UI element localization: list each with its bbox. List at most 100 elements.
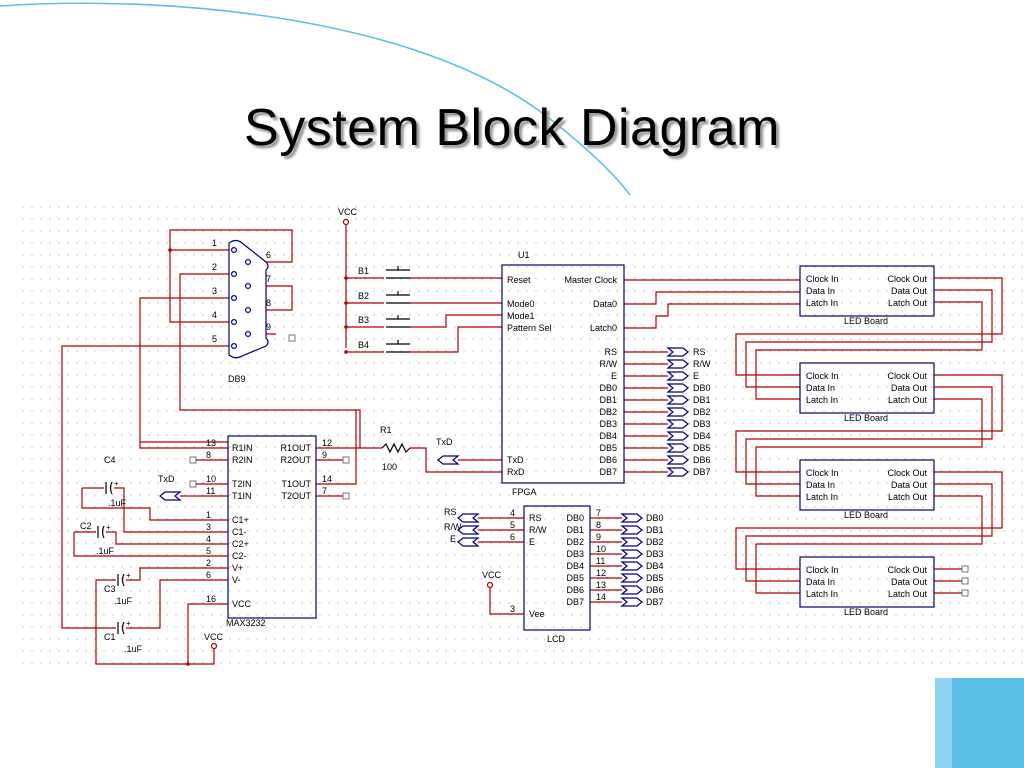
db9-pin-number: 3 xyxy=(212,286,217,296)
grid-background xyxy=(18,198,1024,670)
led-board-input: Latch In xyxy=(806,589,838,599)
fpga-ref: U1 xyxy=(518,250,530,260)
db9-label: DB9 xyxy=(228,374,246,384)
fpga-label: FPGA xyxy=(512,487,537,497)
max3232-pin-name: T1IN xyxy=(232,491,252,501)
cap-plus: + xyxy=(126,571,131,580)
led-board-output: Data Out xyxy=(891,286,928,296)
terminal-square xyxy=(189,456,197,464)
fpga-pin-right: Master Clock xyxy=(564,275,617,285)
lcd-pin-number: 7 xyxy=(596,508,601,518)
button-label: B2 xyxy=(358,291,369,301)
fpga-pin-right: E xyxy=(611,371,617,381)
junction-dot xyxy=(168,248,172,252)
fpga-pin-right: DB3 xyxy=(599,419,617,429)
lcd-pin-number: 4 xyxy=(510,508,515,518)
led-board-output: Data Out xyxy=(891,480,928,490)
led-board-output: Latch Out xyxy=(888,589,928,599)
wire xyxy=(169,229,293,263)
wire xyxy=(179,273,361,449)
port-db3 xyxy=(666,419,689,429)
led-board-1 xyxy=(799,265,935,317)
lcd-pin-number: 11 xyxy=(596,556,605,566)
wire xyxy=(735,471,1003,570)
max3232-pin-name: C2- xyxy=(232,551,247,561)
txd-port-label: TxD xyxy=(158,474,175,484)
port-txd xyxy=(159,491,182,501)
port-db6 xyxy=(666,455,689,465)
lcd-port-label: DB3 xyxy=(646,549,664,559)
led-board-input: Data In xyxy=(806,480,835,490)
port-db4 xyxy=(620,561,643,571)
lcd-port-label: DB6 xyxy=(646,585,664,595)
wire xyxy=(755,398,983,497)
fpga-port-label: DB6 xyxy=(693,455,711,465)
led-board-output: Latch Out xyxy=(888,395,928,405)
lcd-pin-number: 5 xyxy=(510,520,515,530)
led-board-label: LED Board xyxy=(844,510,888,520)
db9-pin xyxy=(245,259,252,266)
wire xyxy=(410,326,502,353)
terminal-square xyxy=(189,480,197,488)
db9-pin xyxy=(231,295,238,302)
txd-port-label: TxD xyxy=(436,437,453,447)
led-board-output: Clock Out xyxy=(887,371,927,381)
port-db6 xyxy=(620,585,643,595)
lcd-pin-name: DB3 xyxy=(566,549,584,559)
wire xyxy=(95,580,188,665)
lcd-port-label: DB0 xyxy=(646,513,664,523)
led-board-input: Clock In xyxy=(806,565,839,575)
max3232-pin-number: 4 xyxy=(206,534,211,544)
slide-title: System Block Diagram xyxy=(244,99,780,157)
port-db5 xyxy=(666,443,689,453)
capacitor-c4 xyxy=(109,481,113,495)
led-board-input: Data In xyxy=(806,577,835,587)
lcd-pin-number: 8 xyxy=(596,520,601,530)
port-db0 xyxy=(620,513,643,523)
db9-pin xyxy=(231,247,238,254)
terminal-square xyxy=(288,334,296,342)
lcd-port-label: DB1 xyxy=(646,525,664,535)
fpga-port-label: RS xyxy=(693,347,706,357)
terminal-square xyxy=(342,492,350,500)
db9-pin xyxy=(231,271,238,278)
lcd-port-label: DB7 xyxy=(646,597,664,607)
capacitor-value: .1uF xyxy=(108,498,127,508)
fpga-pin-left: RxD xyxy=(507,467,525,477)
junction-dot xyxy=(344,350,348,354)
fpga-port-label: DB4 xyxy=(693,431,711,441)
led-board-input: Latch In xyxy=(806,298,838,308)
max3232-pin-name: R1IN xyxy=(232,443,253,453)
port-db4 xyxy=(666,431,689,441)
wire xyxy=(139,297,228,443)
wire xyxy=(276,285,293,311)
fpga-pin-right: RS xyxy=(604,347,617,357)
lcd-label: LCD xyxy=(547,634,566,644)
lcd-pin-name: DB1 xyxy=(566,525,584,535)
led-board-input: Latch In xyxy=(806,395,838,405)
db9-pin-number: 5 xyxy=(212,334,217,344)
terminal-square xyxy=(961,565,969,573)
max3232-pin-number: 10 xyxy=(206,474,216,484)
wire xyxy=(755,301,983,400)
capacitor-name: C1 xyxy=(104,632,116,642)
port-db5 xyxy=(620,573,643,583)
vcc-label: VCC xyxy=(204,632,224,642)
lcd-pin-number: 9 xyxy=(596,532,601,542)
db9-pin-number: 2 xyxy=(212,262,217,272)
wire xyxy=(489,588,524,615)
fpga-block xyxy=(501,264,625,484)
wire xyxy=(755,495,983,594)
led-board-input: Clock In xyxy=(806,371,839,381)
cap-plus: + xyxy=(126,619,131,628)
fpga-pin-right: DB4 xyxy=(599,431,617,441)
lcd-port-label: DB4 xyxy=(646,561,664,571)
terminal-square xyxy=(961,577,969,585)
capacitor-value: .1uF xyxy=(96,546,115,556)
fpga-pin-right: R/W xyxy=(600,359,618,369)
capacitor-c2 xyxy=(101,525,105,539)
fpga-pin-left: Mode0 xyxy=(507,299,535,309)
port-rs xyxy=(666,347,689,357)
wire xyxy=(126,567,196,581)
